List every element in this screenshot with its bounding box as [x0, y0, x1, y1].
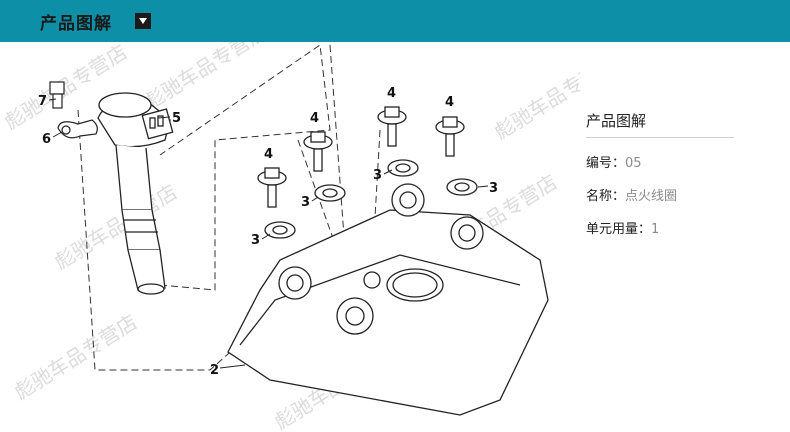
callout-5: 5 [172, 111, 181, 126]
unit-qty-label: 单元用量： [586, 222, 652, 237]
callout-3: 3 [489, 181, 498, 196]
bolt-and-bracket [49, 81, 98, 139]
parts-diagram: 彪驰车品专营店 彪驰车品专营店 彪驰车品专营店 彪驰车品专营店 彪驰车品专营店 … [0, 42, 580, 432]
callout-2: 2 [210, 363, 219, 378]
callout-4: 4 [264, 147, 273, 162]
washers [264, 159, 478, 239]
ignition-coil [97, 92, 174, 295]
part-number-label: 编号： [586, 156, 626, 171]
part-name-value: 点火线圈 [625, 189, 678, 204]
part-info-panel: 产品图解 编号：05 名称：点火线圈 单元用量：1 [586, 110, 766, 237]
callout-6: 6 [42, 132, 51, 147]
leader-lines [48, 98, 489, 369]
part-number-row: 编号：05 [586, 152, 766, 171]
callout-labels: 2 3 3 3 3 4 4 4 4 5 6 7 [38, 86, 498, 378]
collapse-toggle-icon[interactable] [135, 13, 151, 29]
part-number-value: 05 [625, 156, 642, 171]
callout-4: 4 [310, 111, 319, 126]
cylinder-head-cover [227, 183, 549, 416]
unit-qty-row: 单元用量：1 [586, 218, 766, 237]
callout-7: 7 [38, 94, 47, 109]
callout-4: 4 [445, 95, 454, 110]
bolts [257, 106, 465, 208]
part-name-row: 名称：点火线圈 [586, 185, 766, 204]
watermark-text: 彪驰车品专营店 [490, 50, 580, 145]
callout-4: 4 [387, 86, 396, 101]
unit-qty-value: 1 [651, 222, 660, 237]
callout-3: 3 [301, 195, 310, 210]
part-name-label: 名称： [586, 189, 626, 204]
header-bar: 产品图解 [0, 0, 790, 42]
watermark-text: 彪驰车品专营店 [140, 42, 271, 114]
info-title: 产品图解 [586, 110, 734, 138]
header-title: 产品图解 [40, 14, 112, 34]
callout-3: 3 [373, 168, 382, 183]
watermark-text: 彪驰车品专营店 [10, 310, 141, 405]
callout-3: 3 [251, 233, 260, 248]
